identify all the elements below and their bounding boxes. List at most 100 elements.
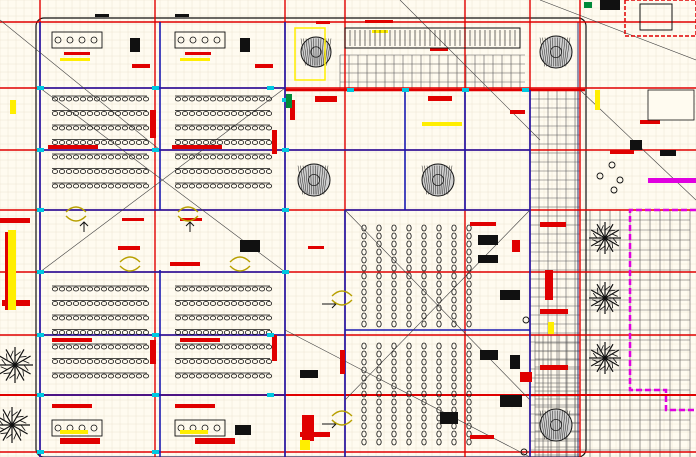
palm-leaflet (0, 432, 8, 435)
chair-icon (181, 373, 188, 379)
label-tag (640, 120, 660, 124)
chair-icon (216, 169, 223, 174)
chair-icon (391, 382, 397, 390)
chair-icon (421, 398, 427, 406)
chair-icon (135, 96, 142, 102)
column-marker (152, 333, 159, 337)
dimension-mark (175, 14, 189, 17)
tree-hatch (558, 37, 561, 67)
chair-icon (391, 358, 397, 366)
tree-hatch (319, 38, 322, 66)
chair-icon (230, 301, 237, 306)
chair-icon (122, 169, 129, 174)
door-swing-icon (331, 290, 353, 297)
chair-icon (188, 111, 195, 116)
chair-icon (361, 398, 367, 406)
chair-icon (421, 414, 427, 422)
chair-icon (406, 366, 412, 374)
label-tag (52, 404, 92, 408)
chair-icon (237, 111, 244, 116)
yellow-marker (180, 430, 208, 434)
tree-hatch (552, 410, 554, 440)
column-icon (610, 186, 618, 194)
chair-icon (52, 125, 59, 131)
chair-icon (87, 315, 94, 321)
column-marker (37, 270, 44, 274)
chair-icon (108, 183, 115, 189)
chair-icon (223, 330, 230, 335)
chair-icon (421, 390, 427, 398)
chair-icon (265, 96, 272, 102)
chair-icon (195, 286, 202, 292)
chair-icon (209, 140, 216, 145)
chair-icon (216, 183, 223, 189)
chair-icon (230, 140, 237, 145)
chair-icon (361, 304, 367, 312)
chair-icon (230, 96, 237, 102)
chair-icon (142, 344, 149, 350)
column-marker (152, 450, 159, 454)
chair-icon (209, 373, 216, 379)
chair-icon (59, 286, 66, 292)
chair-icon (244, 96, 251, 102)
chair-icon (436, 312, 442, 320)
column-marker (282, 98, 289, 102)
chair-icon (361, 224, 367, 232)
chair-icon (108, 286, 115, 292)
chair-icon (108, 154, 115, 160)
chair-icon (436, 320, 442, 328)
chair-icon (128, 183, 135, 189)
chair-icon (391, 374, 397, 382)
chair-icon (466, 232, 472, 240)
chair-icon (202, 301, 209, 306)
chair-icon (391, 406, 397, 414)
tree-hatch (549, 37, 553, 67)
annex-fixtures (639, 3, 673, 31)
chair-icon (59, 373, 66, 379)
chair-icon (406, 414, 412, 422)
chair-icon (195, 315, 202, 321)
palm-leaflet (596, 227, 599, 235)
chair-icon (466, 296, 472, 304)
yellow-markers (8, 27, 600, 450)
tree-hatch (303, 38, 308, 66)
seating-auditorium-right (361, 224, 472, 328)
chair-icon (451, 390, 457, 398)
chair-icon (87, 154, 94, 160)
chair-icon (66, 36, 74, 44)
palm-leaflet (6, 433, 13, 439)
chair-icon (421, 272, 427, 280)
tree-core (550, 46, 563, 59)
label-tag (195, 438, 235, 444)
chair-icon (376, 296, 382, 304)
chair-icon (258, 96, 265, 102)
palm-frond (596, 223, 606, 239)
door-swing-icon (177, 215, 199, 222)
chair-icon (361, 240, 367, 248)
chair-icon (135, 359, 142, 364)
tree-hatch (308, 38, 311, 66)
chair-icon (361, 264, 367, 272)
column-marker (37, 333, 44, 337)
door-swing-icon (229, 256, 251, 263)
tree-core (550, 418, 563, 431)
chair-icon (108, 96, 115, 102)
label-tag (180, 338, 220, 342)
chair-icon (73, 125, 80, 131)
chair-icon (73, 96, 80, 102)
chair-icon (52, 315, 59, 321)
chair-icon (265, 140, 272, 145)
chair-icon (115, 359, 122, 364)
chair-icon (251, 125, 258, 131)
chair-icon (406, 304, 412, 312)
chair-icon (265, 125, 272, 131)
chair-icon (421, 288, 427, 296)
chair-icon (451, 240, 457, 248)
chair-icon (59, 315, 66, 321)
chair-icon (101, 315, 108, 321)
chair-icon (52, 96, 59, 102)
chair-icon (376, 224, 382, 232)
chair-icon (406, 422, 412, 430)
chair-icon (406, 382, 412, 390)
